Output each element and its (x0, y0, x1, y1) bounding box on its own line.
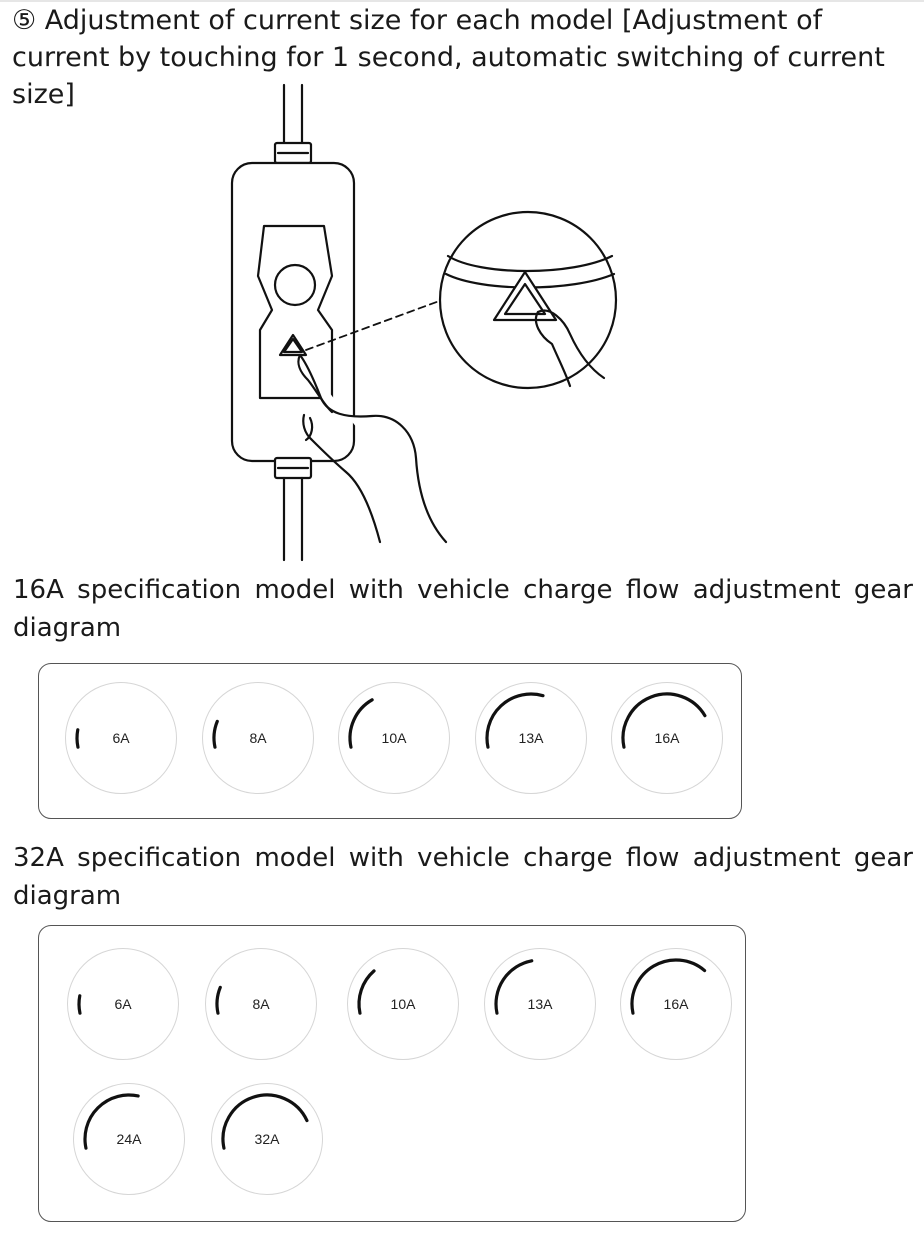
gear-indicator-16a-10a: 10A (338, 682, 450, 794)
gear-label: 10A (390, 996, 416, 1012)
gear-indicator-16a-16a: 16A (611, 682, 723, 794)
gear-label: 13A (527, 996, 553, 1012)
gear-indicator-16a-13a: 13A (475, 682, 587, 794)
gear-label: 16A (654, 730, 680, 746)
top-rule (0, 0, 924, 2)
gear-label: 24A (116, 1131, 142, 1147)
gear-label: 32A (254, 1131, 280, 1147)
gear-label: 13A (518, 730, 544, 746)
gear-arc-16a-8a (212, 719, 219, 749)
gear-arc-32a-13a (494, 959, 534, 1015)
gear-arc-16a-13a (485, 692, 545, 749)
gear-arc-32a-8a (215, 985, 222, 1015)
gear-indicator-32a-24a: 24A (73, 1083, 185, 1195)
gear-arc-16a-16a (621, 692, 707, 749)
gear-arc-16a-10a (348, 698, 374, 749)
gear-label: 6A (112, 730, 130, 746)
step-heading: ⑤ Adjustment of current size for each mo… (12, 5, 885, 110)
gear-indicator-32a-13a: 13A (484, 948, 596, 1060)
gear-indicator-16a-6a: 6A (65, 682, 177, 794)
gear-label: 8A (252, 996, 270, 1012)
gear-label: 6A (114, 996, 132, 1012)
gear-indicator-16a-8a: 8A (202, 682, 314, 794)
section-16a-title: 16A specification model with vehicle cha… (13, 575, 913, 643)
gear-indicator-32a-10a: 10A (347, 948, 459, 1060)
gear-arc-32a-16a (630, 958, 707, 1015)
gear-arc-32a-6a (77, 994, 82, 1015)
gear-label: 10A (381, 730, 407, 746)
gear-arc-32a-24a (83, 1093, 140, 1150)
gear-indicator-32a-32a: 32A (211, 1083, 323, 1195)
gear-panel-32a: 6A 8A 10A 13A 16A 24A 32A (38, 925, 746, 1222)
gear-arc-32a-10a (357, 969, 376, 1015)
section-32a-title: 32A specification model with vehicle cha… (13, 843, 913, 911)
gear-arc-16a-6a (75, 728, 80, 749)
gear-panel-16a: 6A 8A 10A 13A 16A (38, 663, 742, 819)
gear-arc-32a-32a (221, 1093, 309, 1150)
hand-pressing-button-icon (230, 83, 618, 562)
gear-label: 16A (663, 996, 689, 1012)
gear-indicator-32a-16a: 16A (620, 948, 732, 1060)
gear-label: 8A (249, 730, 267, 746)
gear-indicator-32a-8a: 8A (205, 948, 317, 1060)
gear-indicator-32a-6a: 6A (67, 948, 179, 1060)
